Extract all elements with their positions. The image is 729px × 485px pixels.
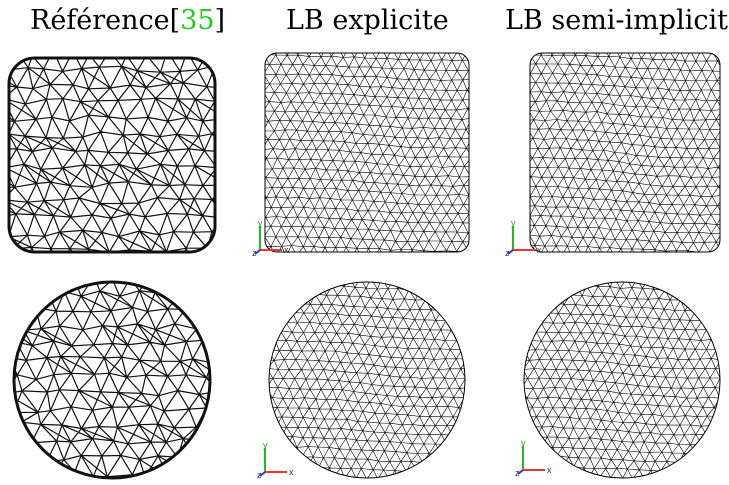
- mesh-boundary: [523, 281, 721, 479]
- axes-indicator: y z x: [257, 440, 299, 485]
- mesh-semi-implicit-disk: [517, 280, 727, 480]
- mesh-boundary: [529, 52, 721, 253]
- axes-indicator: y z x: [252, 218, 294, 263]
- mesh-edges: [14, 282, 210, 478]
- title-lb-explicit: LB explicite: [286, 5, 449, 36]
- mesh-boundary: [268, 281, 466, 479]
- axis-y-label: y: [258, 218, 263, 228]
- mesh-explicit-disk: [262, 280, 472, 480]
- axis-y-label: y: [511, 218, 516, 228]
- axis-y-label: y: [263, 440, 268, 450]
- title-reference-suffix: ]: [214, 5, 226, 36]
- mesh-boundary: [12, 280, 212, 480]
- axis-x-label: x: [289, 467, 294, 477]
- axis-x-label: x: [284, 245, 289, 255]
- mesh-edges: [530, 53, 720, 252]
- axis-z-label: z: [252, 248, 257, 258]
- title-reference: Référence[35]: [30, 4, 225, 38]
- axis-x-label: x: [537, 245, 542, 255]
- mesh-edges: [9, 58, 215, 252]
- mesh-reference-disk: [6, 280, 218, 480]
- axis-z-label: z: [515, 468, 520, 478]
- axis-y-label: y: [521, 438, 526, 448]
- axis-z-line: [254, 249, 261, 255]
- mesh-boundary: [264, 52, 470, 253]
- mesh-explicit-square: [262, 50, 472, 255]
- axis-x-label: x: [547, 465, 552, 475]
- title-reference-prefix: Référence[: [30, 5, 181, 36]
- mesh-reference-square: [6, 55, 218, 255]
- mesh-boundary: [7, 56, 217, 254]
- mesh-edges: [265, 53, 469, 252]
- axis-z-label: z: [505, 248, 510, 258]
- axes-indicator: y z x: [505, 218, 547, 263]
- axes-indicator: y z x: [515, 438, 557, 483]
- title-lb-semi-implicit: LB semi-implicite: [505, 5, 729, 36]
- axis-z-label: z: [257, 470, 262, 480]
- citation-link[interactable]: 35: [180, 5, 215, 36]
- mesh-semi-implicit-square: [527, 50, 723, 255]
